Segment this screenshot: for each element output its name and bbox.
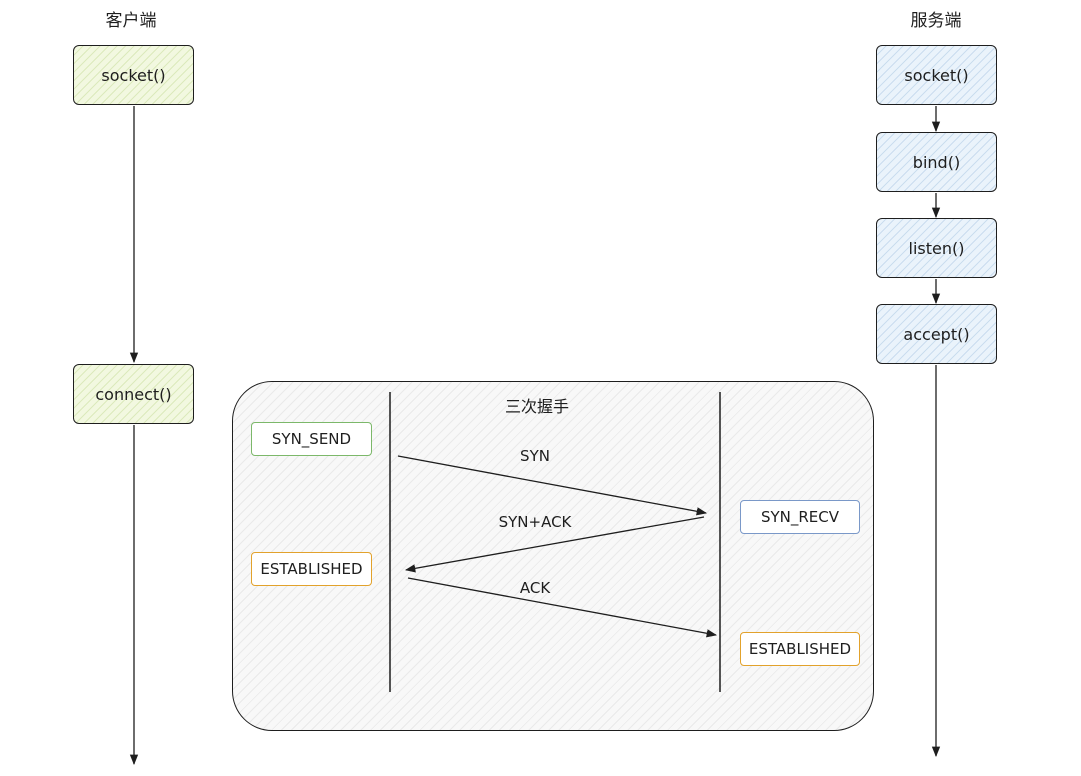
server-bind-node[interactable]: bind() — [876, 132, 997, 192]
client-socket-node[interactable]: socket() — [73, 45, 194, 105]
state-syn-recv: SYN_RECV — [740, 500, 860, 534]
state-client-established: ESTABLISHED — [251, 552, 372, 586]
syn-ack-label: SYN+ACK — [498, 513, 572, 531]
syn-label: SYN — [520, 447, 550, 465]
server-socket-node[interactable]: socket() — [876, 45, 997, 105]
syn-ack-arrow — [404, 516, 705, 573]
ack-arrow — [407, 577, 718, 638]
ack-label: ACK — [519, 579, 551, 597]
server-header: 服务端 — [910, 11, 962, 31]
client-header: 客户端 — [105, 11, 157, 31]
server-accept-node[interactable]: accept() — [876, 304, 997, 364]
state-server-established: ESTABLISHED — [740, 632, 860, 666]
syn-arrow — [397, 455, 708, 516]
handshake-title: 三次握手 — [504, 397, 569, 416]
state-syn-send: SYN_SEND — [251, 422, 372, 456]
server-listen-node[interactable]: listen() — [876, 218, 997, 278]
client-connect-node[interactable]: connect() — [73, 364, 194, 424]
